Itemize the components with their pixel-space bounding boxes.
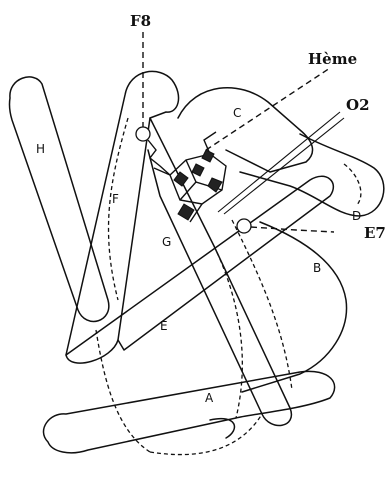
helix-label-e: E: [160, 319, 168, 333]
helix-hidden-left: [95, 329, 151, 453]
proximal-linkage: [147, 139, 171, 176]
label-f8: F8: [130, 12, 151, 30]
label-o2: O2: [346, 96, 370, 114]
helix-hidden-center: [213, 245, 243, 419]
label-heme: Hème: [308, 50, 357, 68]
helix-c-outline: [177, 87, 314, 173]
helix-label-h: H: [36, 142, 45, 156]
helix-f-hidden: [107, 117, 129, 301]
heme-group: [153, 131, 227, 223]
heme-leader-line: [205, 67, 331, 151]
helix-label-b: B: [313, 261, 321, 275]
label-e7: E7: [364, 224, 386, 242]
distal-histidine-marker: [236, 218, 252, 234]
e7-leader-line: [250, 226, 335, 233]
helix-b-outline: [241, 221, 348, 393]
o2-leader-line: [217, 111, 341, 213]
helix-label-c: C: [233, 106, 241, 120]
helix-a-outline: [42, 370, 336, 454]
helix-g-outline: [147, 117, 293, 427]
helix-label-a: A: [205, 391, 214, 405]
helix-label-f: F: [112, 192, 119, 206]
proximal-histidine-marker: [135, 126, 151, 142]
helix-h-outline: [8, 76, 110, 323]
o2-leader-line-2: [223, 117, 345, 215]
helix-d-hidden: [343, 163, 362, 207]
helix-hidden-a: [149, 413, 263, 456]
helix-hidden-right: [231, 219, 293, 391]
helix-a-bottom: [209, 417, 236, 439]
helix-label-d: D: [352, 209, 361, 223]
helix-label-g: G: [162, 235, 171, 249]
helix-e-outline: [65, 175, 335, 356]
